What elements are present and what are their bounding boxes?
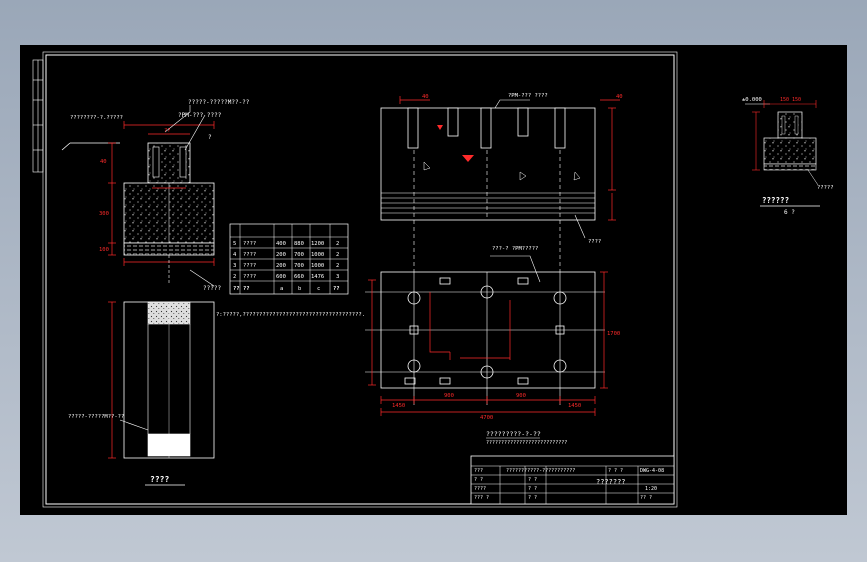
shaft-view: ?????-?????M??-?? ???? — [68, 301, 215, 486]
plan-total-dim: 4700 — [480, 415, 493, 421]
parts-table: 5 ???? 400 880 1200 2 4 ???? 200 700 100… — [216, 223, 365, 318]
table-footer-c3: a — [280, 286, 283, 292]
plan-dim-2: 900 — [444, 393, 454, 399]
table-row-2-c5: 1000 — [311, 252, 324, 258]
table-row-2-c1: 4 — [233, 252, 237, 258]
table-row-2-c4: 700 — [294, 252, 304, 258]
table-footer-c1: ?? — [233, 286, 240, 292]
tb-r2-c1: ? ? — [474, 477, 483, 483]
left-top-note: ?????-?????M??-?? — [188, 99, 250, 106]
right-foot-note: ????? — [817, 185, 834, 191]
left-ground-note: ????????-?.????? — [70, 115, 123, 121]
table-row-2-c6: 2 — [336, 252, 339, 258]
right-detail: ±0.000 150 150 ????? ?????? 6 ? — [742, 97, 834, 216]
table-row-3-c3: 200 — [276, 263, 286, 269]
elevation-view: 40 40 ?PM-??? ???? ???? — [380, 93, 623, 280]
plan-dim-3: 900 — [516, 393, 526, 399]
plan-top-dim-left: 40 — [422, 94, 429, 100]
tb-r3-c4: 1:20 — [645, 486, 657, 492]
table-row-4-c4: 660 — [294, 274, 304, 280]
table-row-4-c5: 1476 — [311, 274, 324, 280]
table-row-4-c3: 600 — [276, 274, 286, 280]
table-row-2-c2: ???? — [243, 252, 256, 258]
left-side-note: ? — [208, 134, 212, 141]
tb-r4-c1: ??? ? — [474, 495, 489, 501]
table-row-3-c5: 1000 — [311, 263, 324, 269]
shaft-caption: ???? — [150, 475, 169, 484]
tb-r1-c4: DWG-4-08 — [640, 468, 664, 474]
plan-view: ???-? ?PM????? 1450 900 900 1450 4700 17… — [365, 246, 620, 446]
drawing-frame — [45, 54, 675, 505]
title-block: ??? ???????????-??????????? ? ? ? DWG-4-… — [470, 455, 675, 505]
dim-left-c: 100 — [99, 247, 109, 253]
table-row-4-c6: 3 — [336, 274, 339, 280]
dim-left-a: 40 — [100, 159, 107, 165]
plan-mid-note: ???-? ?PM????? — [492, 246, 538, 252]
table-row-3-c2: ???? — [243, 263, 256, 269]
table-row-1-c6: 2 — [336, 241, 339, 247]
plan-dim-1: 1450 — [392, 403, 405, 409]
plan-footnote-2: ??????????????????????????? — [486, 440, 567, 446]
plan-pipe-note: ?PM-??? ???? — [508, 93, 548, 99]
left-pipe-note: ?PM-??? ???? — [178, 112, 222, 119]
tb-r3-c2: ? ? — [528, 486, 537, 492]
table-row-1-c4: 880 — [294, 241, 304, 247]
table-row-1-c1: 5 — [233, 241, 236, 247]
table-note: ?:?????,????????????????????????????????… — [216, 312, 365, 318]
table-row-4-c1: 2 — [233, 274, 236, 280]
table-footer-c6: ?? — [333, 286, 340, 292]
tb-r3-c1: ???? — [474, 486, 486, 492]
table-row-1-c5: 1200 — [311, 241, 324, 247]
plan-top-dim-right: 40 — [616, 94, 623, 100]
tb-r1-c1: ??? — [474, 468, 483, 474]
drawing-frame-outer — [42, 51, 678, 508]
tb-r2-c2: ? ? — [528, 477, 537, 483]
dim-left-b: 300 — [99, 211, 109, 217]
plan-side-note: ???? — [588, 239, 601, 245]
binding-strip — [32, 59, 44, 173]
plan-footnote-1: ?????????-?-?? — [486, 430, 541, 438]
tb-r1-c2: ???????????-??????????? — [506, 468, 575, 474]
plan-dim-4: 1450 — [568, 403, 581, 409]
right-dim-top: 150 150 — [780, 97, 801, 103]
shaft-top-label: ?????-?????M??-?? — [68, 414, 124, 420]
foundation-section: ?????-?????M??-?? ?PM-??? ???? ????????-… — [61, 99, 250, 292]
tb-r2-c3: ??????? — [596, 478, 626, 486]
tb-r4-c2: ? ? — [528, 495, 537, 501]
table-row-4-c2: ???? — [243, 274, 256, 280]
table-row-2-c3: 200 — [276, 252, 286, 258]
dim-top: ?? — [164, 128, 171, 134]
table-footer-c4: b — [298, 286, 301, 292]
table-row-1-c3: 400 — [276, 241, 286, 247]
table-row-3-c6: 2 — [336, 263, 339, 269]
right-caption: ?????? — [762, 196, 789, 205]
table-footer-c5: c — [317, 286, 320, 292]
plan-side-dim: 1700 — [607, 331, 620, 337]
table-row-3-c4: 700 — [294, 263, 304, 269]
table-footer-c2: ?? — [243, 286, 250, 292]
right-elev: ±0.000 — [742, 97, 762, 103]
left-foot-note: ????? — [203, 285, 221, 292]
table-row-3-c1: 3 — [233, 263, 236, 269]
right-sub-caption: 6 ? — [784, 209, 795, 216]
tb-r1-c3: ? ? ? — [608, 468, 623, 474]
table-row-1-c2: ???? — [243, 241, 256, 247]
tb-r4-c4: ?? ? — [640, 495, 652, 501]
